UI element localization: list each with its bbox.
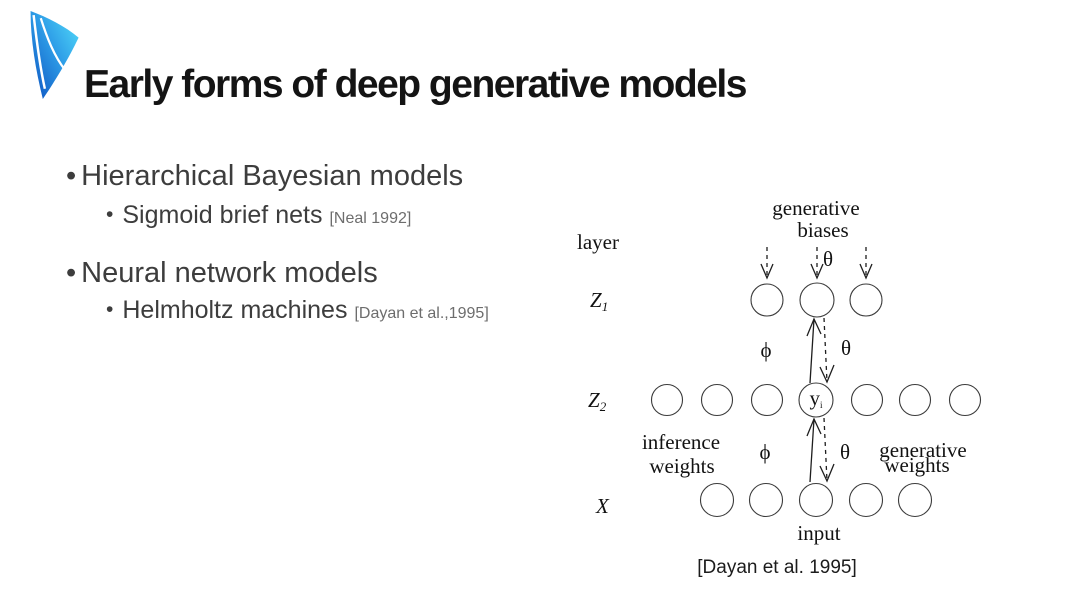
z1-row-nodes	[750, 282, 883, 318]
inference-weights-label-line2: weights	[649, 454, 714, 478]
z1-layer-label: Z1	[590, 288, 608, 314]
bullet-text: Sigmoid brief nets	[122, 201, 323, 229]
z2-row-nodes	[650, 382, 982, 418]
yi-node-label: yi	[809, 386, 823, 410]
z1-z2-arrows	[806, 317, 835, 384]
phi-upper-label: ϕ	[760, 338, 771, 362]
bullet-item-sigmoid-brief-nets: • Sigmoid brief nets [Neal 1992]	[106, 201, 411, 230]
bullet-text: Helmholtz machines	[122, 296, 348, 324]
theta-top-label: θ	[823, 247, 833, 271]
phi-lower-label: ϕ	[759, 440, 770, 464]
z2-x-arrows	[806, 417, 835, 483]
inference-weights-label-line1: inference	[642, 430, 720, 454]
layer-label: layer	[577, 230, 619, 254]
x-row-nodes	[699, 482, 933, 518]
theta-upper-label: θ	[841, 336, 851, 360]
generative-biases-label-line1: generative	[772, 196, 859, 220]
generative-weights-label-line2: weights	[884, 453, 949, 477]
bullet-item-hierarchical-bayesian: •Hierarchical Bayesian models	[66, 160, 463, 193]
helmholtz-machine-diagram: generative biases layer θ Z1 ϕ θ Z2 yi i…	[577, 196, 982, 578]
logo-stripe-2	[39, 17, 67, 72]
bullet-item-neural-network-models: •Neural network models	[66, 257, 378, 290]
bullet-text: Hierarchical Bayesian models	[81, 160, 464, 192]
yi-node	[798, 382, 834, 418]
generative-biases-label-line2: biases	[797, 218, 848, 242]
bullet-dot: •	[66, 160, 77, 192]
bullet-text: Neural network models	[81, 257, 378, 289]
input-label: input	[797, 521, 840, 545]
bullet-dot: •	[66, 257, 77, 289]
page-title: Early forms of deep generative models	[84, 63, 747, 106]
blue-swoosh-logo	[30, 11, 79, 99]
citation-neal-1992: [Neal 1992]	[329, 210, 412, 227]
bullet-item-helmholtz-machines: • Helmholtz machines [Dayan et al.,1995]	[106, 296, 489, 325]
x-layer-label: X	[595, 494, 610, 518]
generative-weights-label-line1: generative	[879, 438, 966, 462]
bullet-dot: •	[106, 203, 114, 226]
citation-dayan-1995: [Dayan et al.,1995]	[354, 305, 489, 322]
generative-bias-arrows	[760, 247, 873, 280]
theta-lower-label: θ	[840, 440, 850, 464]
bullet-dot: •	[106, 298, 114, 321]
figure-citation: [Dayan et al. 1995]	[697, 557, 857, 578]
z2-layer-label: Z2	[588, 388, 607, 414]
logo-stripe-1	[32, 14, 47, 90]
